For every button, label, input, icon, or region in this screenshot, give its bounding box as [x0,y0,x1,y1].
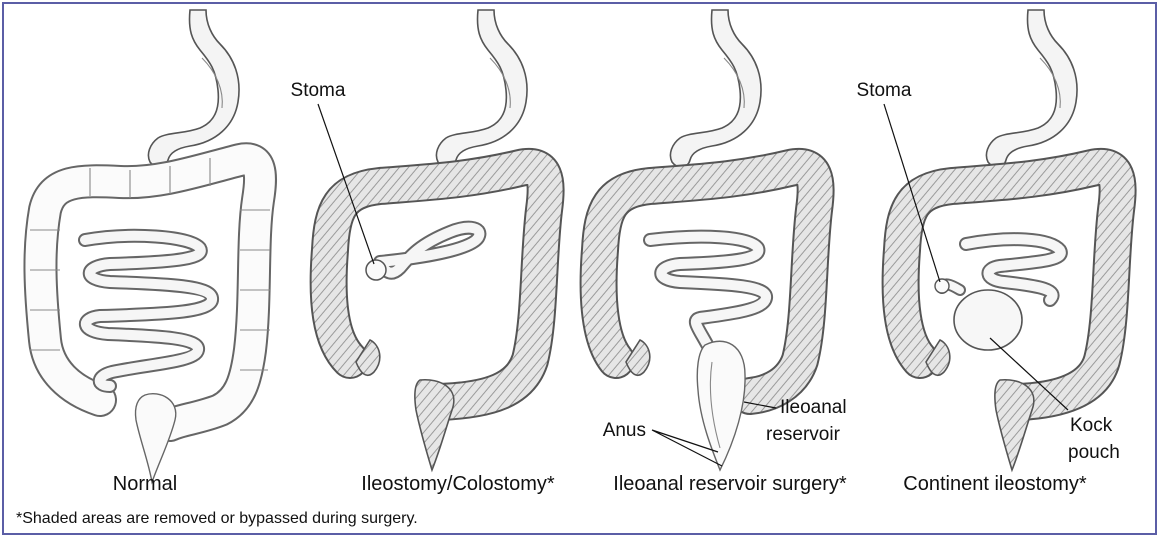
label-ileoanal-2: reservoir [766,424,841,445]
label-stoma-left: Stoma [291,80,346,101]
caption-normal: Normal [113,473,177,495]
stoma-ring-right [935,279,949,293]
label-ileoanal-1: Ileoanal [780,397,847,418]
label-stoma-right: Stoma [857,80,912,101]
stoma-ring-left [366,260,386,280]
label-kock-2: pouch [1068,442,1120,463]
caption-ileostomy-colostomy: Ileostomy/Colostomy* [361,473,555,495]
kock-pouch [954,290,1022,350]
panel-continent-ileostomy: Stoma Kock pouch Continent ileostomy* [857,10,1120,495]
panel-ileoanal-reservoir: Ileoanal reservoir Anus Ileoanal reservo… [599,10,847,495]
caption-ileoanal-reservoir-surgery: Ileoanal reservoir surgery* [613,473,847,495]
caption-continent-ileostomy: Continent ileostomy* [903,473,1087,495]
panel-normal: Normal [30,10,270,495]
panel-ileostomy-colostomy: Stoma Ileostomy/Colostomy* [291,10,555,495]
label-kock-1: Kock [1070,415,1113,436]
label-anus: Anus [603,420,646,441]
ileoanal-reservoir-pouch [697,341,745,470]
footnote: *Shaded areas are removed or bypassed du… [16,510,418,527]
